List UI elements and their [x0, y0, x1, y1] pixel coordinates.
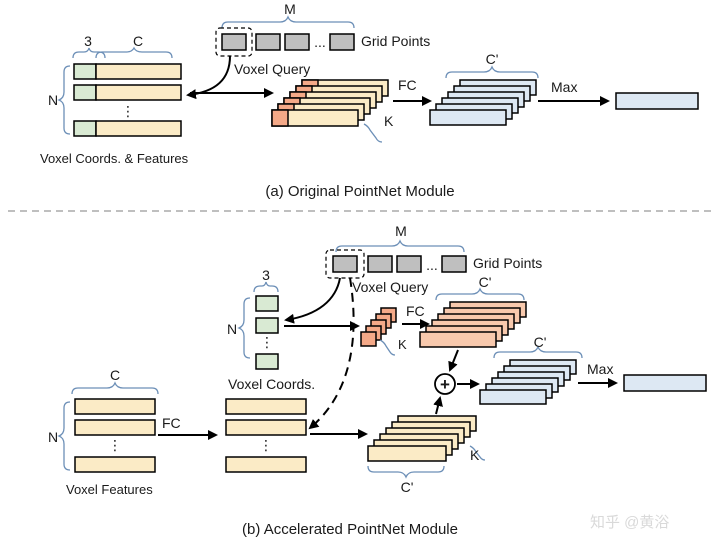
grouped-feature-stack: [367, 415, 477, 462]
brace-3-b: [253, 281, 279, 293]
query-arrow: [186, 55, 231, 100]
brace-n: [57, 65, 71, 135]
label-3: 3: [84, 33, 92, 49]
brace-n-coords: [237, 297, 251, 359]
label-k-big: K: [470, 447, 480, 463]
label-c-feat: C: [110, 367, 120, 383]
grid-points-label-b: Grid Points: [473, 255, 542, 271]
label-c: C: [133, 33, 143, 49]
voxel-query-label-b: Voxel Query: [352, 279, 428, 295]
orange-feature-stack: [419, 301, 527, 348]
label-k-small: K: [398, 337, 407, 352]
brace-3: [72, 47, 106, 59]
brace-m: [221, 15, 355, 29]
grid-point-b-1: [332, 255, 358, 273]
plus-circle: [434, 373, 456, 395]
fc-feat-label: FC: [162, 415, 181, 431]
coord-row-1: [255, 295, 279, 312]
label-cprime: C': [486, 51, 499, 67]
transformed-row-1: [225, 398, 307, 415]
transformed-ellipsis: ⋮: [259, 437, 273, 453]
brace-k: [363, 123, 383, 143]
brace-n-feat: [57, 401, 71, 471]
brace-c-feat: [71, 381, 159, 395]
watermark: 知乎 @黄浴: [590, 514, 669, 531]
transformed-row-n: [225, 456, 307, 473]
label-n-feat: N: [48, 429, 58, 445]
voxel-features-label: Voxel Features: [66, 482, 153, 497]
grid-point-1: [221, 33, 247, 51]
grid-ellipsis-b: ...: [426, 257, 438, 273]
label-n-coords: N: [227, 321, 237, 337]
brace-cprime: [445, 65, 539, 79]
brace-cprime-bottom: [367, 465, 445, 479]
pooled-feature-b: [623, 374, 707, 392]
label-m: M: [284, 1, 296, 17]
fc-output-stack: [429, 79, 537, 126]
output-feature-stack: [479, 359, 577, 405]
label-cprime-mid: C': [534, 334, 547, 350]
voxel-coords-features-label: Voxel Coords. & Features: [40, 151, 189, 166]
query-highlight: [215, 27, 253, 57]
feat-to-plus-arrow: [433, 396, 443, 415]
label-3-b: 3: [262, 267, 270, 283]
voxel-row-2: [73, 84, 182, 101]
fc-label: FC: [398, 77, 417, 93]
grid-point-2: [255, 33, 281, 51]
grid-point-b-3: [396, 255, 422, 273]
voxel-row-n: [73, 120, 182, 137]
grid-point-m: [329, 33, 355, 51]
label-m-b: M: [395, 223, 407, 239]
label-k: K: [384, 113, 394, 129]
grid-point-b-2: [367, 255, 393, 273]
coord-row-n: [255, 353, 279, 370]
brace-k-small: [379, 339, 396, 356]
coord-row-2: [255, 317, 279, 334]
brace-cprime-mid: [493, 345, 583, 359]
brace-c: [95, 46, 173, 59]
rows-ellipsis: ⋮: [121, 103, 135, 119]
feature-row-2: [74, 419, 156, 436]
brace-k-big: [469, 445, 486, 461]
plus-sign: +: [440, 375, 450, 394]
feature-row-1: [74, 398, 156, 415]
query-arrow-features: [308, 277, 355, 430]
voxel-row-1: [73, 63, 182, 80]
feature-row-n: [74, 456, 156, 473]
query-highlight-b: [325, 249, 365, 279]
brace-cprime-top: [435, 287, 525, 301]
brace-m-b: [335, 239, 465, 253]
grouped-coords-stack: [360, 307, 397, 347]
label-cprime-bottom: C': [401, 479, 414, 495]
orange-to-plus-arrow: [448, 349, 459, 372]
label-cprime-top: C': [479, 274, 492, 290]
transformed-row-2: [225, 419, 307, 436]
grid-points-label: Grid Points: [361, 33, 430, 49]
coord-ellipsis: ⋮: [260, 334, 274, 350]
max-label: Max: [551, 79, 577, 95]
max-label-b: Max: [587, 361, 613, 377]
caption-original: (a) Original PointNet Module: [265, 183, 454, 200]
fc-small-label: FC: [406, 303, 425, 319]
original-module: 3 C N ⋮ Voxel Coords. & Features M ... G…: [40, 1, 699, 200]
grid-point-b-m: [441, 255, 467, 273]
label-n: N: [48, 92, 58, 108]
feature-ellipsis: ⋮: [108, 437, 122, 453]
caption-accelerated: (b) Accelerated PointNet Module: [242, 521, 458, 538]
grouped-stack: [271, 79, 389, 127]
pooled-feature: [615, 92, 699, 110]
voxel-query-label: Voxel Query: [234, 61, 310, 77]
grid-ellipsis: ...: [314, 34, 326, 50]
accelerated-module: M ... Grid Points Voxel Query 3 N ⋮ Voxe…: [48, 223, 707, 538]
grid-point-3: [284, 33, 310, 51]
query-arrow-coords: [284, 277, 341, 324]
voxel-coords-label: Voxel Coords.: [228, 376, 315, 392]
